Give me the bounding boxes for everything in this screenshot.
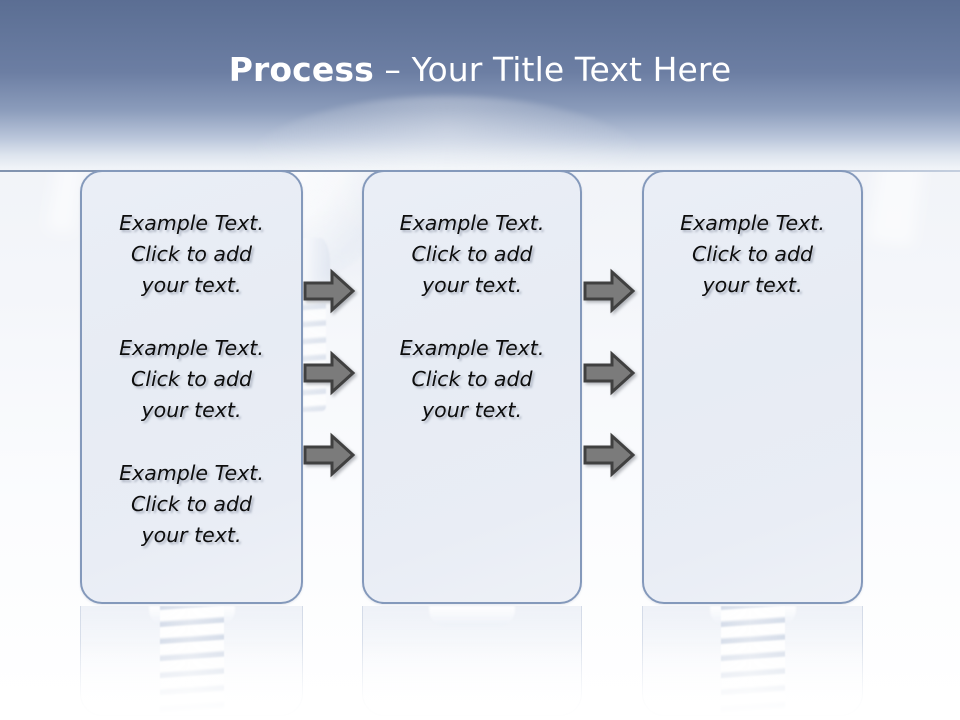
connector-group-right xyxy=(580,170,638,604)
placeholder-text[interactable]: Example Text. Click to add your text. xyxy=(119,336,264,422)
right-arrow-icon[interactable] xyxy=(302,350,356,396)
page-title: Process – Your Title Text Here xyxy=(0,50,960,90)
page-title-emphasis: Process xyxy=(228,50,374,89)
placeholder-text[interactable]: Example Text. Click to add your text. xyxy=(119,211,264,297)
process-box-3[interactable]: Example Text. Click to add your text. xyxy=(642,170,863,604)
placeholder-text[interactable]: Example Text. Click to add your text. xyxy=(399,211,545,297)
title-banner xyxy=(0,0,960,266)
placeholder-text[interactable]: Example Text. Click to add your text. xyxy=(119,461,264,547)
placeholder-text[interactable]: Example Text. Click to add your text. xyxy=(680,211,825,297)
right-arrow-icon[interactable] xyxy=(302,268,356,314)
process-box-2[interactable]: Example Text. Click to add your text. Ex… xyxy=(362,170,582,604)
box-reflection xyxy=(642,606,863,716)
box-reflection xyxy=(362,606,582,716)
right-arrow-icon[interactable] xyxy=(302,432,356,478)
placeholder-text[interactable]: Example Text. Click to add your text. xyxy=(399,336,545,422)
box-reflection xyxy=(80,606,303,716)
connector-group-left xyxy=(300,170,358,604)
reflected-lightbulb-screw-icon xyxy=(720,606,785,715)
reflected-lightbulb-screw-icon xyxy=(159,606,224,715)
page-title-rest: – Your Title Text Here xyxy=(373,50,732,89)
right-arrow-icon[interactable] xyxy=(582,350,636,396)
right-arrow-icon[interactable] xyxy=(582,432,636,478)
process-box-1[interactable]: Example Text. Click to add your text. Ex… xyxy=(80,170,303,604)
reflection-highlight xyxy=(429,606,515,626)
right-arrow-icon[interactable] xyxy=(582,268,636,314)
